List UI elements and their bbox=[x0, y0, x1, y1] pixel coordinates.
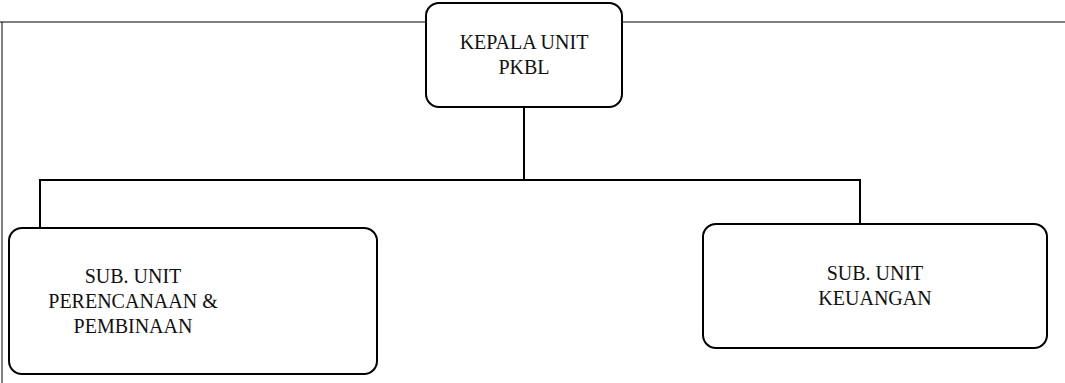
node-label: SUB. UNIT PERENCANAAN & PEMBINAAN bbox=[38, 264, 228, 339]
sub-unit-box: SUB. UNIT PERENCANAAN & PEMBINAAN bbox=[8, 227, 378, 375]
node-label: KEPALA UNIT PKBL bbox=[449, 30, 599, 80]
org-connector bbox=[524, 108, 860, 223]
frame-line bbox=[2, 22, 3, 383]
sub-unit-box: SUB. UNIT KEUANGAN bbox=[702, 223, 1048, 349]
node-label: SUB. UNIT KEUANGAN bbox=[800, 261, 950, 311]
head-box: KEPALA UNIT PKBL bbox=[425, 2, 623, 108]
org-connector bbox=[40, 108, 524, 227]
